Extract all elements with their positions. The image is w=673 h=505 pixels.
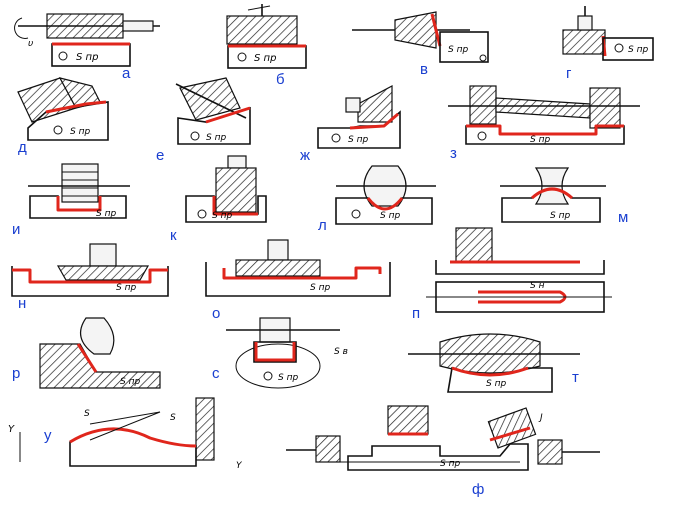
- scheme-e: S пр: [175, 77, 251, 145]
- svg-text:S в: S в: [334, 347, 348, 357]
- svg-text:S пр: S пр: [254, 53, 276, 64]
- label-r: р: [12, 365, 21, 382]
- label-p: п: [412, 305, 421, 322]
- label-zh: ж: [300, 147, 311, 164]
- svg-text:S пр: S пр: [278, 373, 298, 383]
- scheme-f: S пр J: [286, 405, 600, 471]
- scheme-i: S пр: [28, 163, 130, 219]
- label-e: е: [156, 147, 165, 164]
- svg-text:S пр: S пр: [486, 379, 506, 389]
- svg-text:S пр: S пр: [448, 45, 468, 55]
- label-n: н: [18, 295, 27, 312]
- scheme-l: S пр: [335, 165, 436, 225]
- svg-text:S пр: S пр: [70, 127, 90, 137]
- scheme-g: S пр: [562, 6, 654, 61]
- svg-text:υ: υ: [28, 39, 33, 49]
- svg-text:Y: Y: [8, 424, 15, 435]
- svg-text:S пр: S пр: [116, 283, 136, 293]
- scheme-s: S пр S в: [226, 317, 348, 389]
- label-t: т: [572, 369, 579, 386]
- label-g: г: [566, 65, 572, 82]
- label-f: ф: [472, 481, 485, 498]
- scheme-r: S пр: [39, 317, 161, 389]
- svg-text:S: S: [84, 409, 90, 419]
- svg-text:S пр: S пр: [348, 135, 368, 145]
- svg-text:S н: S н: [530, 281, 545, 291]
- scheme-d: S пр: [17, 77, 109, 141]
- label-v: в: [420, 61, 428, 78]
- label-i: и: [12, 221, 21, 238]
- scheme-n: S пр: [11, 243, 169, 297]
- svg-text:J: J: [538, 413, 543, 423]
- svg-text:Y: Y: [236, 461, 243, 471]
- label-d: д: [18, 139, 27, 156]
- svg-text:S пр: S пр: [380, 211, 400, 221]
- label-z: з: [450, 145, 457, 162]
- label-a: а: [122, 65, 131, 82]
- scheme-k: S пр: [185, 155, 267, 223]
- scheme-z: S пр: [448, 85, 640, 145]
- scheme-b: S пр: [226, 4, 307, 69]
- label-s: с: [212, 365, 220, 382]
- label-k: к: [170, 227, 177, 244]
- svg-text:S пр: S пр: [310, 283, 330, 293]
- label-l: л: [318, 217, 327, 234]
- svg-text:S пр: S пр: [530, 135, 550, 145]
- svg-text:S пр: S пр: [440, 459, 460, 469]
- label-m: м: [618, 209, 629, 226]
- svg-text:S пр: S пр: [206, 133, 226, 143]
- svg-text:S пр: S пр: [212, 211, 232, 221]
- svg-text:S пр: S пр: [120, 377, 140, 387]
- feed-label: S пр: [76, 52, 98, 63]
- svg-text:S пр: S пр: [550, 211, 570, 221]
- scheme-o: S пр: [205, 239, 391, 297]
- scheme-m: S пр: [500, 167, 606, 223]
- scheme-t: S пр: [408, 333, 580, 393]
- scheme-p: S н: [426, 227, 612, 313]
- scheme-a: S пр υ: [14, 13, 160, 67]
- svg-text:S пр: S пр: [628, 45, 648, 55]
- scheme-zh: S пр: [317, 85, 401, 149]
- label-u: у: [44, 427, 52, 444]
- svg-text:S пр: S пр: [96, 209, 116, 219]
- scheme-v: S пр: [352, 11, 489, 63]
- svg-text:S: S: [170, 413, 176, 423]
- label-o: о: [212, 305, 221, 322]
- label-b: б: [276, 71, 285, 88]
- scheme-u: Y S S Y: [8, 397, 243, 471]
